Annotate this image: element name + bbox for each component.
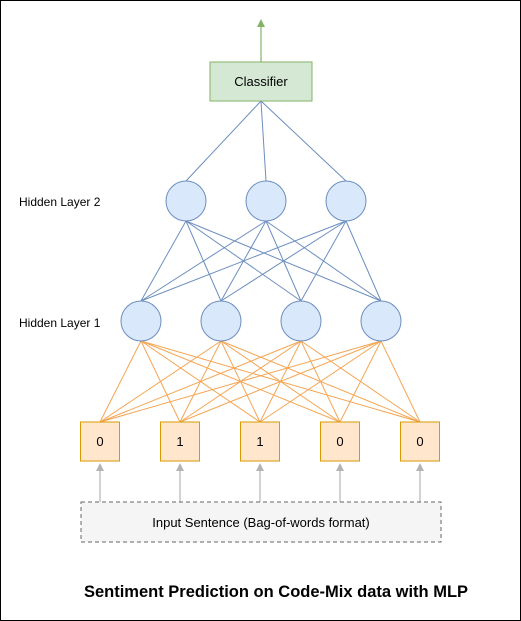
input-nodes: 0 1 1 0 0 — [80, 421, 440, 462]
edge-classifier-h2-2 — [260, 100, 347, 182]
input-node[interactable]: 0 — [320, 421, 360, 462]
input-node-box — [400, 421, 440, 462]
input-arrows — [96, 463, 424, 502]
edge-h1-0-input-0 — [99, 340, 142, 423]
classifier-label: Classifier — [234, 74, 288, 89]
hidden-layer-1-nodes — [120, 300, 402, 342]
edge-h2-2-h1-1 — [220, 220, 347, 302]
edge-h1-1-input-0 — [99, 340, 222, 423]
input-node[interactable]: 1 — [160, 421, 200, 462]
input-node-value: 1 — [176, 434, 183, 449]
edge-h1-3-input-4 — [380, 340, 421, 423]
input-node[interactable]: 0 — [80, 421, 120, 462]
input-node-value: 0 — [96, 434, 103, 449]
hidden-layer-1-neuron[interactable] — [360, 300, 402, 342]
hidden-layer-2-label: Hidden Layer 2 — [19, 195, 101, 209]
edge-h1-2-input-0 — [99, 340, 302, 423]
edge-h1-3-input-0 — [99, 340, 382, 423]
edge-h2-2-h1-0 — [140, 220, 347, 302]
hidden-layer-2-neuron[interactable] — [245, 180, 287, 222]
hidden-layer-1-neuron[interactable] — [120, 300, 162, 342]
edge-h1-3-input-3 — [339, 340, 382, 423]
edge-classifier-h2-1 — [260, 100, 267, 182]
hidden-layer-1-neuron[interactable] — [280, 300, 322, 342]
hidden-layer-2-nodes — [165, 180, 367, 222]
edge-h2-2-h1-3 — [345, 220, 382, 302]
hidden-layer-1-neuron[interactable] — [200, 300, 242, 342]
input-sentence-node[interactable]: Input Sentence (Bag-of-words format) — [80, 501, 442, 543]
classifier-box — [209, 61, 313, 102]
input-node-box — [80, 421, 120, 462]
input-node-box — [160, 421, 200, 462]
classifier-node[interactable]: Classifier — [209, 61, 313, 102]
hidden-layer-2-neuron[interactable] — [325, 180, 367, 222]
edge-classifier-h2-0 — [185, 100, 262, 182]
edge-h2-0-h1-0 — [140, 220, 187, 302]
input-node-value: 0 — [336, 434, 343, 449]
input-node-box — [240, 421, 280, 462]
hidden-edges — [140, 100, 382, 302]
edge-h1-3-input-1 — [179, 340, 382, 423]
input-sentence-box — [80, 501, 442, 543]
input-node-value: 0 — [416, 434, 423, 449]
hidden-layer-1-label: Hidden Layer 1 — [19, 316, 101, 330]
diagram-title: Sentiment Prediction on Code-Mix data wi… — [84, 583, 468, 601]
input-to-hidden1-edges — [99, 340, 421, 423]
input-node[interactable]: 0 — [400, 421, 440, 462]
edge-h1-3-input-2 — [259, 340, 382, 423]
input-sentence-label: Input Sentence (Bag-of-words format) — [152, 515, 370, 530]
hidden-layer-2-neuron[interactable] — [165, 180, 207, 222]
input-node-box — [320, 421, 360, 462]
edge-h2-2-h1-2 — [300, 220, 347, 302]
input-node-value: 1 — [256, 434, 263, 449]
edge-h2-1-h1-0 — [140, 220, 267, 302]
input-node[interactable]: 1 — [240, 421, 280, 462]
